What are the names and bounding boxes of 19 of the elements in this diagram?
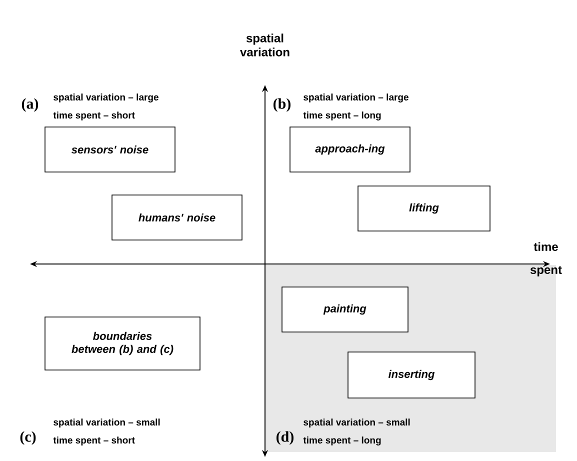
quadrant-description: spatial variation – small	[304, 418, 410, 428]
quadrant-letter: (a)	[22, 98, 38, 112]
label-box: approach-ing	[290, 126, 410, 172]
axis-label: time spent	[530, 242, 562, 276]
quadrant-description: spatial variation – large	[54, 94, 158, 102]
label-box: painting	[282, 286, 408, 332]
quadrant-description: spatial variation – large	[304, 94, 408, 102]
quadrant-description: time spent – long	[303, 436, 381, 446]
label-box: inserting	[348, 352, 476, 398]
label-box: lifting	[358, 186, 490, 232]
label-box: sensors' noise	[44, 126, 176, 172]
label-box: humans' noise	[112, 194, 242, 240]
quadrant-description: time spent – short	[53, 436, 135, 446]
quadrant-description: spatial variation – small	[54, 418, 160, 428]
axis-label: spatial variation	[240, 34, 290, 56]
quadrant-letter: (c)	[20, 431, 36, 445]
label-box: boundaries between (b) and (c)	[44, 316, 200, 370]
quadrant-letter: (b)	[274, 98, 290, 112]
quadrant-letter: (d)	[276, 431, 294, 445]
